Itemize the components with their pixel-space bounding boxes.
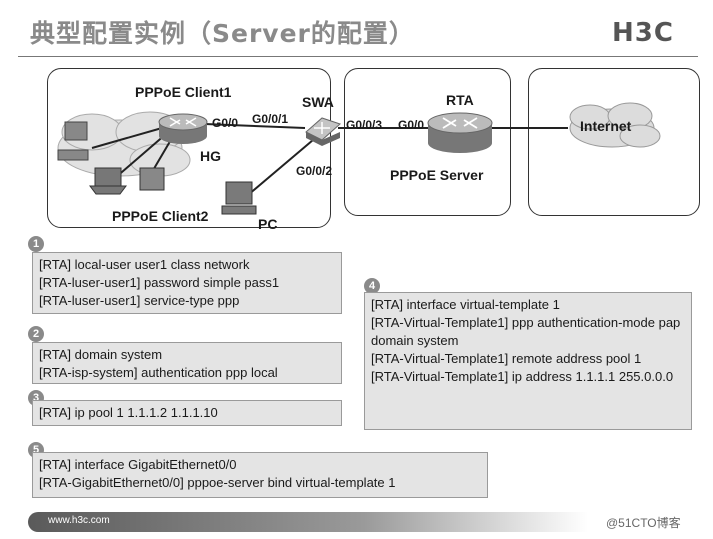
hg-label: HG xyxy=(200,148,221,164)
config-line: [RTA-GigabitEthernet0/0] pppoe-server bi… xyxy=(39,475,396,490)
step-2-config-box: [RTA] domain system [RTA-isp-system] aut… xyxy=(32,342,342,384)
step-2-badge: 2 xyxy=(28,326,44,342)
swa-g002-port-label: G0/0/2 xyxy=(296,164,333,178)
title-divider xyxy=(18,56,698,57)
step-5-config-box: [RTA] interface GigabitEthernet0/0 [RTA-… xyxy=(32,452,488,498)
config-line: [RTA-isp-system] authentication ppp loca… xyxy=(39,365,278,380)
pppoe-client1-label: PPPoE Client1 xyxy=(135,84,232,100)
desktop-pc-icon xyxy=(57,121,89,161)
laptop-icon xyxy=(89,167,127,195)
rta-router-icon xyxy=(427,112,493,153)
config-line: [RTA] domain system xyxy=(39,347,163,362)
link-hg-swa xyxy=(204,123,306,129)
link-hg-phone xyxy=(151,137,173,173)
swa-g001-port-label: G0/0/1 xyxy=(252,112,289,126)
internet-cloud-icon xyxy=(569,102,661,148)
step-3-config-box: [RTA] ip pool 1 1.1.1.2 1.1.1.10 xyxy=(32,400,342,426)
footer-bar xyxy=(28,512,588,532)
watermark: @51CTO博客 xyxy=(606,516,681,530)
hg-g00-port-label: G0/0 xyxy=(212,116,239,130)
config-line: [RTA] interface GigabitEthernet0/0 xyxy=(39,457,237,472)
rta-g00-port-label: G0/0 xyxy=(398,118,425,132)
footer-url: www.h3c.com xyxy=(48,515,110,526)
config-line: [RTA-luser-user1] service-type ppp xyxy=(39,293,240,308)
phone-icon xyxy=(139,167,165,191)
step-4-badge: 4 xyxy=(364,278,380,294)
swa-switch-icon xyxy=(305,117,341,146)
h3c-logo: H3C xyxy=(612,18,674,48)
hg-router-icon xyxy=(158,113,208,144)
rta-label: RTA xyxy=(446,92,474,108)
link-hg-pc1 xyxy=(91,127,163,149)
step-1-badge: 1 xyxy=(28,236,44,252)
pppoe-server-label: PPPoE Server xyxy=(390,167,484,183)
swa-g003-port-label: G0/0/3 xyxy=(346,118,383,132)
link-hg-laptop xyxy=(114,133,167,179)
internet-label: Internet xyxy=(580,118,632,134)
step-4-config-box: [RTA] interface virtual-template 1 [RTA-… xyxy=(364,292,692,430)
slide-title: 典型配置实例（Server的配置） xyxy=(30,19,415,48)
pppoe-client2-label: PPPoE Client2 xyxy=(112,208,209,224)
pc-icon xyxy=(221,181,257,215)
pc-label: PC xyxy=(258,216,278,232)
config-line: [RTA-Virtual-Template1] ppp authenticati… xyxy=(371,315,681,348)
config-line: [RTA-Virtual-Template1] ip address 1.1.1… xyxy=(371,369,674,384)
link-swa-pc xyxy=(247,139,314,196)
config-line: [RTA-luser-user1] password simple pass1 xyxy=(39,275,280,290)
config-line: [RTA] interface virtual-template 1 xyxy=(371,297,560,312)
config-line: [RTA] ip pool 1 1.1.1.2 1.1.1.10 xyxy=(39,405,218,420)
swa-label: SWA xyxy=(302,94,334,110)
config-line: [RTA] local-user user1 class network xyxy=(39,257,250,272)
config-line: [RTA-Virtual-Template1] remote address p… xyxy=(371,351,642,366)
step-1-config-box: [RTA] local-user user1 class network [RT… xyxy=(32,252,342,314)
